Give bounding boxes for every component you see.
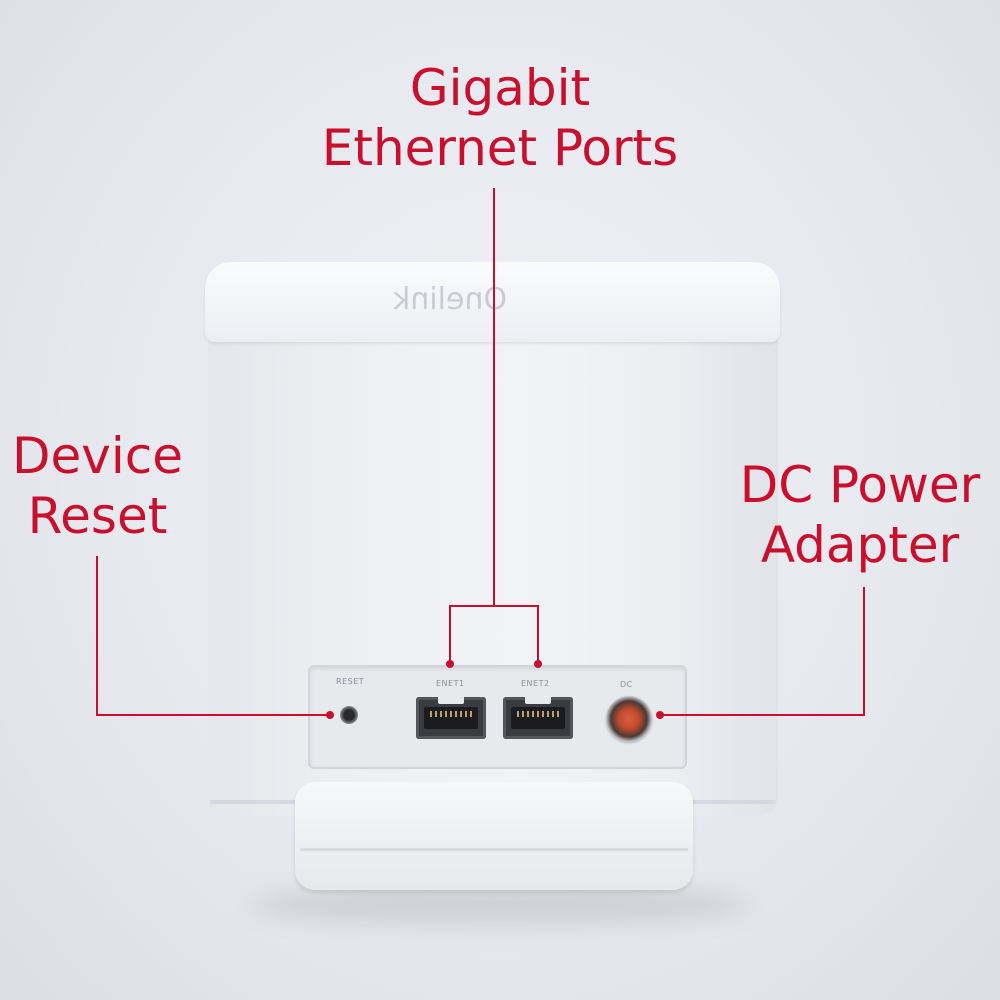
dc-power-callout: DC Power Adapter <box>720 455 1000 575</box>
reset-marker-dot <box>326 711 334 719</box>
enet2-marker-dot <box>534 660 542 668</box>
enet1-marker-dot <box>446 660 454 668</box>
dc-port-label: DC <box>620 680 633 689</box>
device-reset-callout: Device Reset <box>0 426 195 546</box>
router-stand-seam <box>300 848 688 851</box>
gigabit-callout-line2: Ethernet Ports <box>321 119 679 177</box>
ethernet-port-2 <box>503 696 573 739</box>
reset-callout-line1: Device <box>12 427 183 485</box>
dc-callout-line2: Adapter <box>760 516 960 574</box>
reset-leader-line <box>96 556 330 716</box>
reset-port-label: RESET <box>336 677 365 686</box>
dc-marker-dot <box>656 711 664 719</box>
gigabit-bracket <box>449 605 539 662</box>
reset-callout-line2: Reset <box>27 487 168 545</box>
gigabit-callout-line1: Gigabit <box>409 59 591 117</box>
enet1-port-label: ENET1 <box>436 679 465 688</box>
gigabit-ethernet-callout: Gigabit Ethernet Ports <box>300 58 700 178</box>
device-shadow <box>250 885 750 925</box>
dc-callout-line1: DC Power <box>739 456 981 514</box>
dc-leader-line <box>660 587 865 716</box>
enet2-port-label: ENET2 <box>521 679 550 688</box>
router-stand <box>295 782 693 890</box>
reset-pinhole <box>340 706 358 724</box>
router-top-cap <box>205 262 780 342</box>
ethernet-port-1 <box>416 696 486 739</box>
dc-power-jack <box>606 696 652 742</box>
